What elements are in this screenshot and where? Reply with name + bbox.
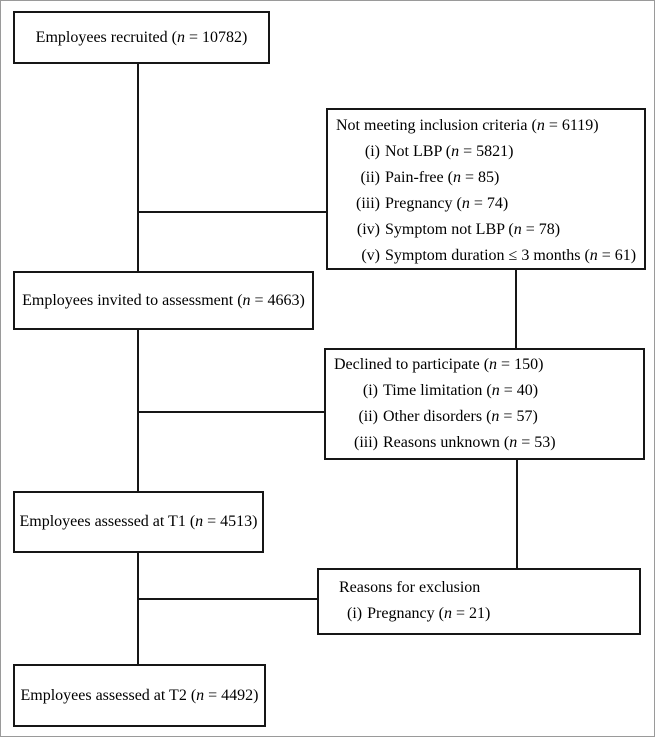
- connector-invited-to-t1: [137, 330, 139, 491]
- criteria-item: (i)Not LBP (n = 5821): [364, 143, 514, 160]
- reasons-item: (i)Pregnancy (n = 21): [347, 605, 491, 622]
- recruited-label: Employees recruited (n = 10782): [35, 28, 248, 46]
- not-meeting-title: Not meeting inclusion criteria (n = 6119…: [336, 117, 599, 134]
- declined-items: (i)Time limitation (n = 40) (ii)Other di…: [344, 378, 639, 456]
- connector-t1-to-t2: [137, 553, 139, 664]
- assessed-t2-label: Employees assessed at T2 (n = 4492): [20, 686, 259, 704]
- reasons-items: (i)Pregnancy (n = 21): [347, 601, 635, 627]
- connector-branch-reasons: [138, 598, 317, 600]
- box-employees-assessed-t1: Employees assessed at T1 (n = 4513): [13, 491, 264, 553]
- declined-item: (iii)Reasons unknown (n = 53): [354, 434, 556, 451]
- connector-recruited-to-invited: [137, 64, 139, 271]
- reasons-title: Reasons for exclusion: [339, 579, 481, 596]
- criteria-item: (ii)Pain-free (n = 85): [360, 169, 500, 186]
- invited-label: Employees invited to assessment (n = 466…: [22, 291, 305, 309]
- criteria-item: (iii)Pregnancy (n = 74): [356, 195, 509, 212]
- connector-declined-to-reasons: [516, 460, 518, 568]
- box-declined-to-participate: Declined to participate (n = 150) (i)Tim…: [324, 348, 645, 460]
- criteria-item: (iv)Symptom not LBP (n = 78): [356, 221, 561, 238]
- connector-branch-not-meeting: [138, 211, 327, 213]
- box-reasons-for-exclusion: Reasons for exclusion (i)Pregnancy (n = …: [317, 568, 641, 635]
- not-meeting-items: (i)Not LBP (n = 5821) (ii)Pain-free (n =…: [346, 139, 640, 269]
- box-not-meeting-criteria: Not meeting inclusion criteria (n = 6119…: [326, 108, 646, 270]
- box-employees-invited: Employees invited to assessment (n = 466…: [13, 271, 314, 330]
- connector-branch-declined: [138, 411, 324, 413]
- assessed-t1-label: Employees assessed at T1 (n = 4513): [19, 513, 258, 530]
- connector-notmeeting-to-declined: [515, 270, 517, 348]
- box-employees-recruited: Employees recruited (n = 10782): [13, 11, 270, 64]
- declined-item: (ii)Other disorders (n = 57): [358, 408, 538, 425]
- declined-title: Declined to participate (n = 150): [334, 356, 544, 373]
- box-employees-assessed-t2: Employees assessed at T2 (n = 4492): [13, 664, 266, 727]
- declined-item: (i)Time limitation (n = 40): [362, 382, 539, 399]
- criteria-item: (v)Symptom duration ≤ 3 months (n = 61): [361, 247, 637, 264]
